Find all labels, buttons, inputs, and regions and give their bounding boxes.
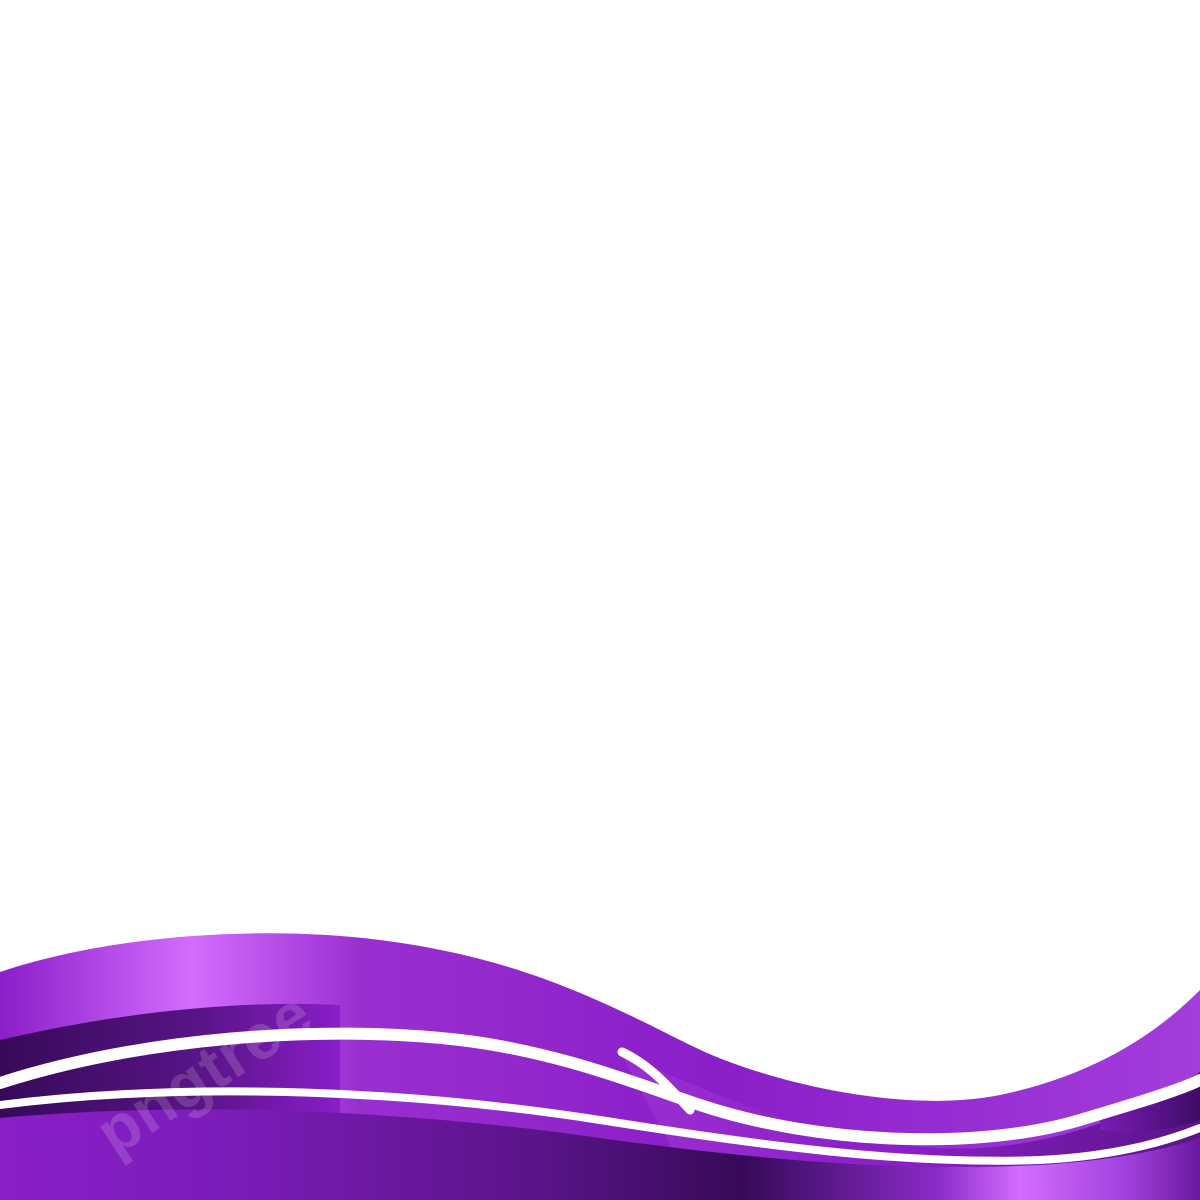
wave-stripe-lower (0, 1087, 1200, 1165)
wave-band-bottom (0, 1109, 1200, 1200)
wave-stripe-diagonal (617, 1047, 695, 1115)
